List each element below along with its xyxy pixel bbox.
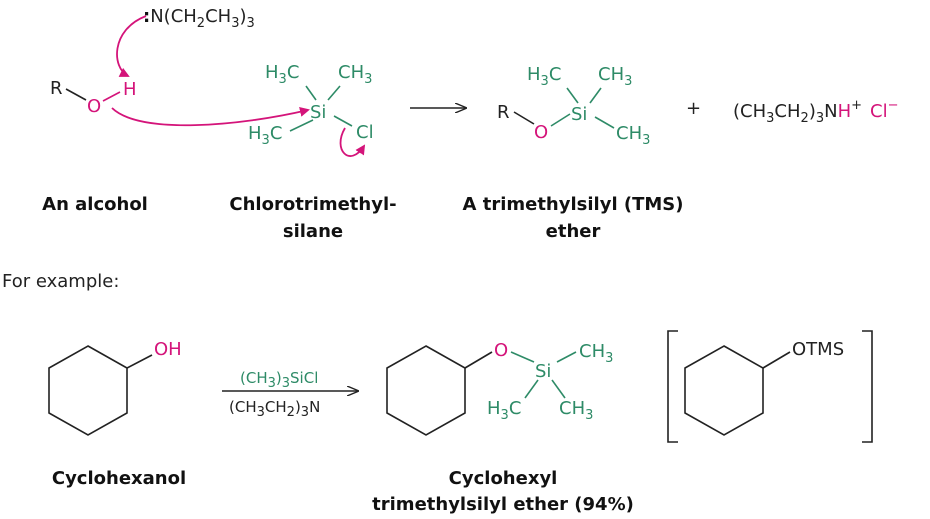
label-product-line1: A trimethylsilyl (TMS) [463, 194, 684, 215]
bond-si-ch3-example-bottom [551, 379, 566, 399]
bond-product-si-c [594, 116, 615, 129]
electron-arrow-n-to-h [116, 15, 147, 77]
bond-product-si-a [566, 87, 579, 104]
reagent-h3c-bottom: H3C [248, 123, 282, 148]
reagent-h3c-top: H3C [265, 62, 299, 87]
bond-si-cl [333, 115, 353, 127]
label-alcohol: An alcohol [42, 194, 148, 215]
example-h3c: H3C [487, 398, 521, 423]
example-product-si: Si [535, 361, 551, 382]
bond-si-ch3-a [305, 85, 317, 101]
reagent-si: Si [310, 102, 326, 123]
lone-pair: : [143, 6, 150, 27]
label-product-line2: ether [546, 221, 601, 242]
product-si: Si [571, 104, 587, 125]
bond-o-si-product [550, 113, 571, 127]
bond-o-h [102, 91, 121, 102]
reagent-cl: Cl [356, 122, 374, 143]
bond-si-h3c-example [524, 379, 539, 399]
label-reagent-line2: silane [283, 221, 343, 242]
bond-r-o-product [513, 111, 535, 125]
cyclohexane-ring-3 [684, 345, 764, 436]
label-reagent-line1: Chlorotrimethyl- [229, 194, 396, 215]
alcohol-h: H [123, 79, 137, 100]
cyclohexane-ring-1 [48, 345, 128, 436]
label-example-product-line1: Cyclohexyl [449, 468, 558, 489]
alcohol-r: R [50, 78, 63, 99]
triethylammonium-chloride: (CH3CH2)3NH+Cl− [733, 98, 899, 126]
bond-ring-otms [762, 351, 791, 369]
plus-sign: + [686, 98, 701, 119]
bond-r-o [65, 88, 87, 101]
example-ch3-bottom: CH3 [559, 398, 593, 423]
cyclohexane-ring-2 [386, 345, 466, 436]
right-bracket [862, 330, 873, 443]
alcohol-o: O [87, 96, 101, 117]
condition-top: (CH3)3SiCl [240, 369, 318, 391]
bond-product-si-b [589, 87, 602, 104]
bond-ring-o [464, 351, 493, 369]
bond-si-ch3-c [289, 119, 314, 132]
condition-bottom: (CH3CH2)3N [229, 398, 320, 420]
bond-ring-oh [126, 354, 153, 369]
electron-arrow-bond-to-cl [339, 127, 366, 157]
product-o: O [534, 122, 548, 143]
cyclohexanol-oh: OH [154, 339, 182, 360]
bond-si-ch3-example-top [556, 351, 577, 363]
product-r: R [497, 102, 510, 123]
electron-arrow-o-to-si [111, 106, 310, 127]
left-bracket [667, 330, 678, 443]
product-ch3-top: CH3 [598, 64, 632, 89]
product-h3c-top: H3C [527, 64, 561, 89]
product-ch3-bottom: CH3 [616, 123, 650, 148]
label-cyclohexanol: Cyclohexanol [52, 468, 186, 489]
example-ch3-top: CH3 [579, 341, 613, 366]
example-heading: For example: [2, 271, 119, 292]
label-example-product-line2: trimethylsilyl ether (94%) [372, 494, 634, 515]
bond-si-ch3-b [327, 85, 341, 101]
triethylamine: :N(CH2CH3)3 [143, 6, 255, 31]
bond-o-si-example [510, 351, 535, 363]
example-product-o: O [494, 340, 508, 361]
reagent-ch3-top: CH3 [338, 62, 372, 87]
otms-label: OTMS [792, 339, 844, 360]
